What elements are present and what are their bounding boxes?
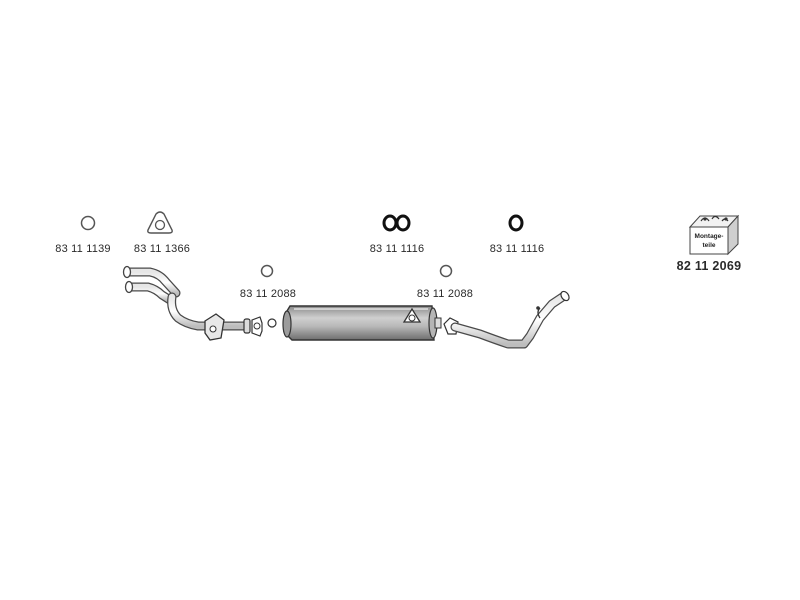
svg-text:teile: teile [702, 242, 715, 249]
rubber-hanger-pair-icon [382, 214, 411, 232]
part-number-label: 83 11 1139 [55, 243, 111, 255]
pipe-clamp-icon [260, 264, 274, 278]
triangular-flange-gasket-icon [147, 211, 173, 234]
svg-text:Montage-: Montage- [695, 233, 724, 240]
pipe-clamp-icon [439, 264, 453, 278]
part-number-label: 83 11 1116 [489, 243, 545, 255]
rubber-hanger-icon [508, 214, 524, 232]
mounting-kit-box-icon: Montage- teile [688, 214, 740, 256]
rear-tail-pipe [443, 290, 570, 349]
part-number-label: 83 11 2088 [416, 288, 474, 300]
part-number-label: 83 11 2088 [239, 288, 297, 300]
middle-muffler [282, 305, 442, 341]
gasket-ring-icon [80, 215, 96, 231]
part-number-label: 83 11 1116 [369, 243, 425, 255]
front-pipe [122, 265, 277, 341]
part-number-label: 82 11 2069 [676, 259, 742, 273]
part-number-label: 83 11 1366 [133, 243, 191, 255]
